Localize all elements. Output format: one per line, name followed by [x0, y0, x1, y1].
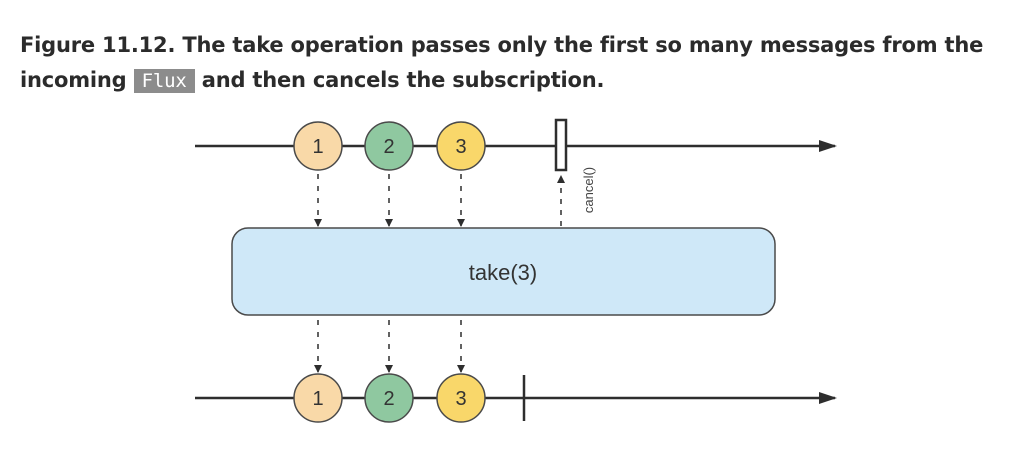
output-marble-1: [293, 373, 343, 423]
output-marble-label-1: 1: [312, 388, 323, 410]
input-marble-2: [364, 121, 414, 171]
take-operator-label: take(3): [469, 260, 537, 285]
cancel-marker: [554, 118, 568, 172]
caption-text: Figure 11.12. The take operation passes …: [20, 33, 984, 57]
cancel-label: cancel(): [581, 167, 596, 213]
output-marble-3: [436, 373, 486, 423]
caption-text-3: and then cancels the subscription.: [201, 68, 605, 92]
input-marble-3: [436, 121, 486, 171]
take-operator-box: [231, 227, 776, 316]
input-marble-label-3: 3: [455, 136, 466, 158]
caption-text-2: incoming: [20, 68, 127, 92]
marbles-group: 1 2 3 1 2 3: [293, 121, 486, 423]
output-marble-label-2: 2: [383, 388, 394, 410]
input-marble-label-1: 1: [312, 136, 323, 158]
output-marble-label-3: 3: [455, 388, 466, 410]
input-marble-1: [293, 121, 343, 171]
input-marble-label-2: 2: [383, 136, 394, 158]
output-marble-2: [364, 373, 414, 423]
flux-code-span: Flux: [133, 69, 195, 93]
figure-caption: Figure 11.12. The take operation passes …: [20, 28, 1020, 99]
